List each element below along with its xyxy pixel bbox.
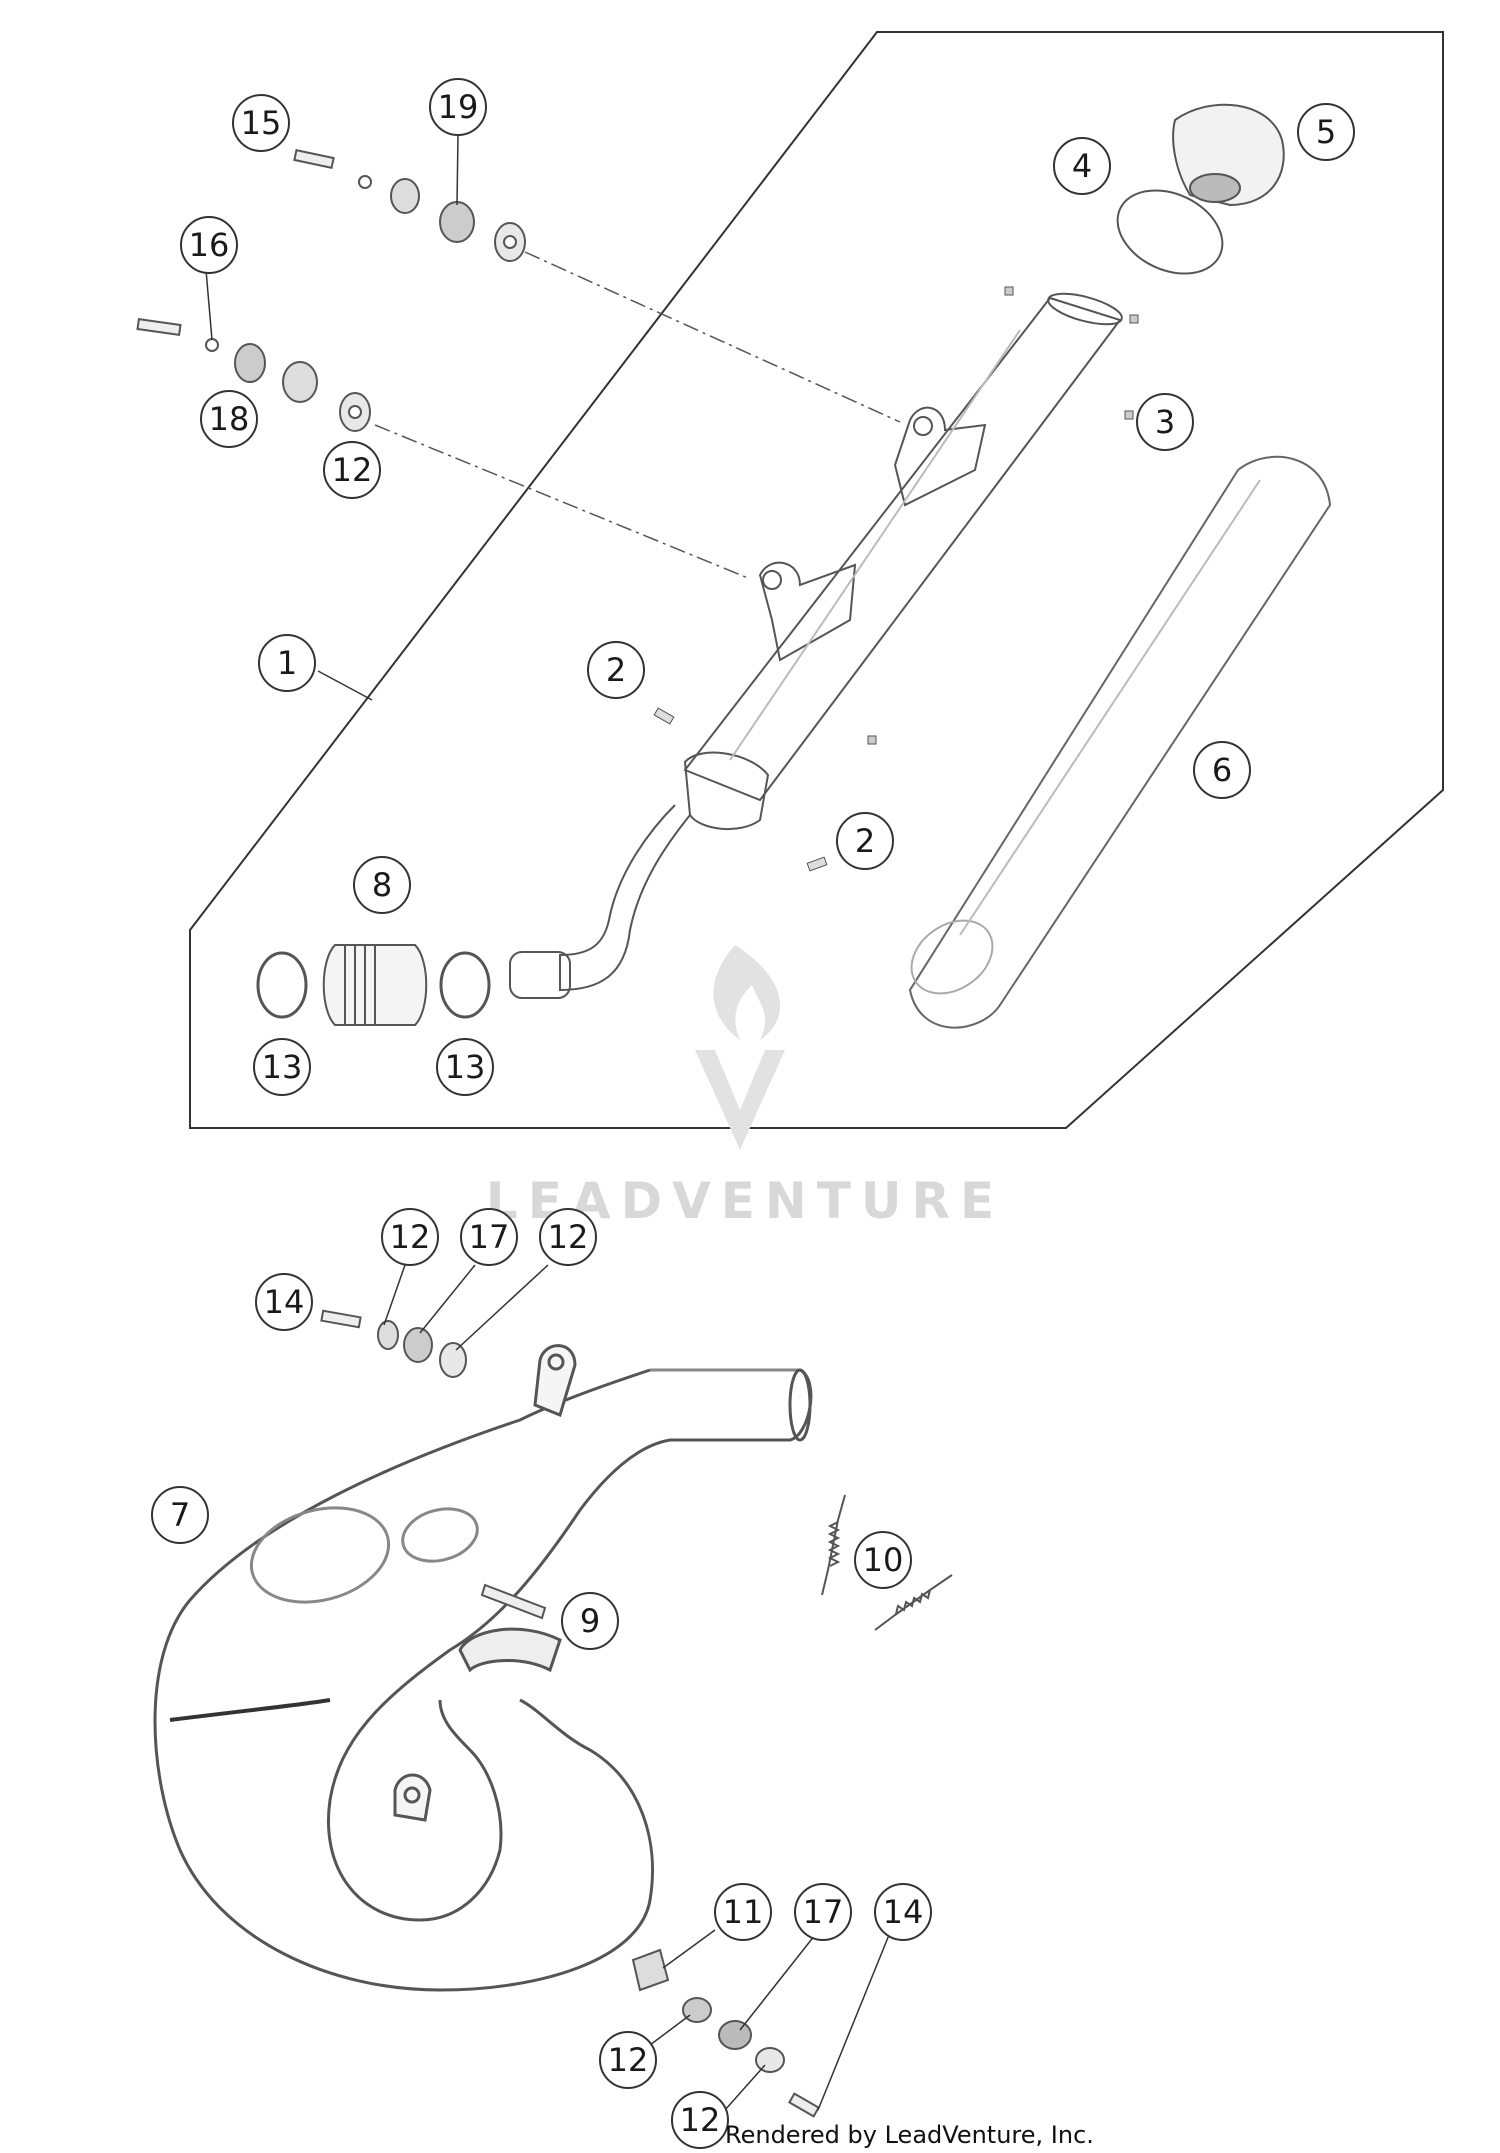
callout-12c: 12 [548, 1218, 589, 1256]
callout-12a-circle [323, 441, 381, 499]
callout-1: 1 [277, 644, 297, 682]
part-6-silencer-insulation [908, 455, 1332, 1029]
callout-8: 8 [372, 866, 392, 904]
alignment-line-lower [374, 424, 749, 579]
part-16-screw [136, 317, 182, 337]
callout-7-circle [151, 1486, 209, 1544]
leader-12c [455, 1264, 549, 1351]
callout-7: 7 [170, 1496, 190, 1534]
leader-12e [724, 2064, 766, 2111]
callout-18-circle [200, 390, 258, 448]
callout-15: 15 [241, 104, 282, 142]
callout-9-circle [561, 1592, 619, 1650]
callout-2b-circle [836, 812, 894, 870]
callout-4-circle [1053, 137, 1111, 195]
lower-rear-mount-hardware [631, 1948, 820, 2118]
footer-credit: Rendered by LeadVenture, Inc. [725, 2121, 1094, 2149]
callout-12c-circle [539, 1208, 597, 1266]
callout-10: 10 [863, 1541, 904, 1579]
callout-14b-circle [874, 1883, 932, 1941]
callout-13a: 13 [262, 1048, 303, 1086]
leader-16 [205, 269, 213, 341]
part-19-bushing [439, 201, 475, 243]
callout-12e-circle [671, 2091, 729, 2149]
part-15-washer [358, 175, 372, 189]
callout-11-circle [714, 1883, 772, 1941]
callout-5: 5 [1316, 113, 1336, 151]
part-2-screws [653, 707, 828, 872]
callout-14a: 14 [264, 1283, 305, 1321]
callout-17b-circle [794, 1883, 852, 1941]
part-11-clip [631, 1948, 670, 1992]
silencer-assembly-boundary [189, 31, 1444, 1129]
callout-13b: 13 [445, 1048, 486, 1086]
part-5-end-cap [1172, 103, 1285, 207]
part-8-spring-sleeve [322, 944, 428, 1026]
leader-1 [317, 670, 373, 701]
callout-19: 19 [438, 88, 479, 126]
callout-18: 18 [209, 400, 250, 438]
leader-19 [456, 134, 459, 206]
part-13-seal-right [439, 951, 491, 1019]
callout-12d-circle [599, 2031, 657, 2089]
callout-19-circle [429, 78, 487, 136]
part-18-bushing [234, 343, 266, 383]
callout-12e: 12 [680, 2101, 721, 2139]
part-4-o-ring [1116, 189, 1224, 275]
upper-mount-hardware [136, 148, 526, 432]
callout-6-circle [1193, 741, 1251, 799]
callout-10-circle [854, 1531, 912, 1589]
callout-16: 16 [189, 226, 230, 264]
callout-14b: 14 [883, 1893, 924, 1931]
part-7-expansion-chamber [153, 1344, 813, 1992]
callout-12a: 12 [332, 451, 373, 489]
callout-17b: 17 [803, 1893, 844, 1931]
part-3-nuts [867, 286, 1139, 745]
callout-13a-circle [253, 1038, 311, 1096]
alignment-line-upper [524, 251, 901, 423]
leader-12b [383, 1264, 406, 1326]
callout-8-circle [353, 856, 411, 914]
leader-14b [817, 1934, 890, 2111]
callout-12b-circle [381, 1208, 439, 1266]
callout-15-circle [232, 94, 290, 152]
callout-14a-circle [255, 1273, 313, 1331]
part-9-seal-strip [480, 1583, 547, 1620]
callout-11: 11 [723, 1893, 764, 1931]
callout-17a-circle [460, 1208, 518, 1266]
part-10-springs [821, 1494, 953, 1631]
callout-16-circle [180, 216, 238, 274]
callout-1-circle [258, 634, 316, 692]
callout-2b: 2 [855, 822, 875, 860]
leader-11 [662, 1929, 716, 1969]
callout-9: 9 [580, 1602, 600, 1640]
callout-4: 4 [1072, 147, 1092, 185]
callout-17a: 17 [469, 1218, 510, 1256]
callout-13b-circle [436, 1038, 494, 1096]
flame-v-logo-icon [695, 945, 785, 1150]
callout-3: 3 [1155, 403, 1175, 441]
callout-3-circle [1136, 393, 1194, 451]
part-13-seal-left [256, 951, 308, 1019]
lower-front-mount-hardware [320, 1309, 467, 1378]
callout-12d: 12 [608, 2041, 649, 2079]
watermark: LEADVENTURE [486, 945, 994, 1230]
leader-17b [739, 1934, 816, 2031]
part-1-silencer [509, 292, 1123, 999]
part-15-screw [293, 148, 335, 170]
callout-6: 6 [1212, 751, 1232, 789]
callout-5-circle [1297, 103, 1355, 161]
callout-12b: 12 [390, 1218, 431, 1256]
callout-2a: 2 [606, 651, 626, 689]
leader-17a [419, 1264, 476, 1334]
callout-2a-circle [587, 641, 645, 699]
leader-12d [649, 2014, 691, 2046]
